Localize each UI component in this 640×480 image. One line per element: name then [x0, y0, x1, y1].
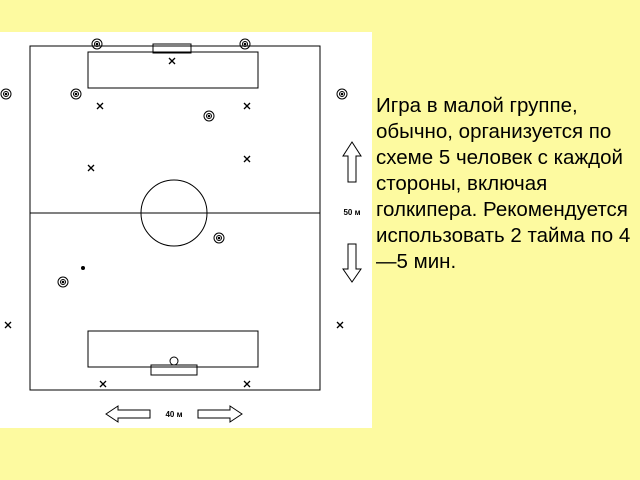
target-circle-icon: [203, 110, 215, 122]
cross-icon: [243, 155, 251, 163]
width-label: 40 м: [165, 410, 182, 419]
cross-icon: [243, 380, 251, 388]
field-boundary: [29, 45, 321, 391]
field-diagram: 50 м 40 м: [0, 32, 372, 428]
arrow-up-icon: [342, 141, 362, 183]
cross-icon: [87, 164, 95, 172]
target-circle-icon: [213, 232, 225, 244]
field-diagram-svg: 50 м 40 м: [0, 38, 362, 423]
cross-icon: [96, 102, 104, 110]
cross-icon: [336, 321, 344, 329]
arrow-right-icon: [197, 405, 243, 423]
bottom-penalty-area: [87, 330, 259, 368]
target-circle-icon: [57, 276, 69, 288]
length-label: 50 м: [343, 208, 360, 217]
arrow-left-icon: [105, 405, 151, 423]
target-circle-icon: [70, 88, 82, 100]
arrow-down-icon: [342, 243, 362, 283]
ball-icon: [81, 266, 85, 270]
target-circle-icon: [0, 88, 12, 100]
center-circle: [140, 179, 208, 247]
target-circle-icon: [239, 38, 251, 50]
caption-text: Игра в малой группе, обычно, организуетс…: [376, 94, 631, 273]
cross-icon: [168, 57, 176, 65]
target-circle-icon: [91, 38, 103, 50]
top-goal: [152, 43, 192, 54]
target-circle-icon: [336, 88, 348, 100]
top-penalty-area: [87, 51, 259, 89]
cross-icon: [4, 321, 12, 329]
cross-icon: [99, 380, 107, 388]
cross-icon: [243, 102, 251, 110]
goalkeeper-marker: [169, 356, 179, 366]
